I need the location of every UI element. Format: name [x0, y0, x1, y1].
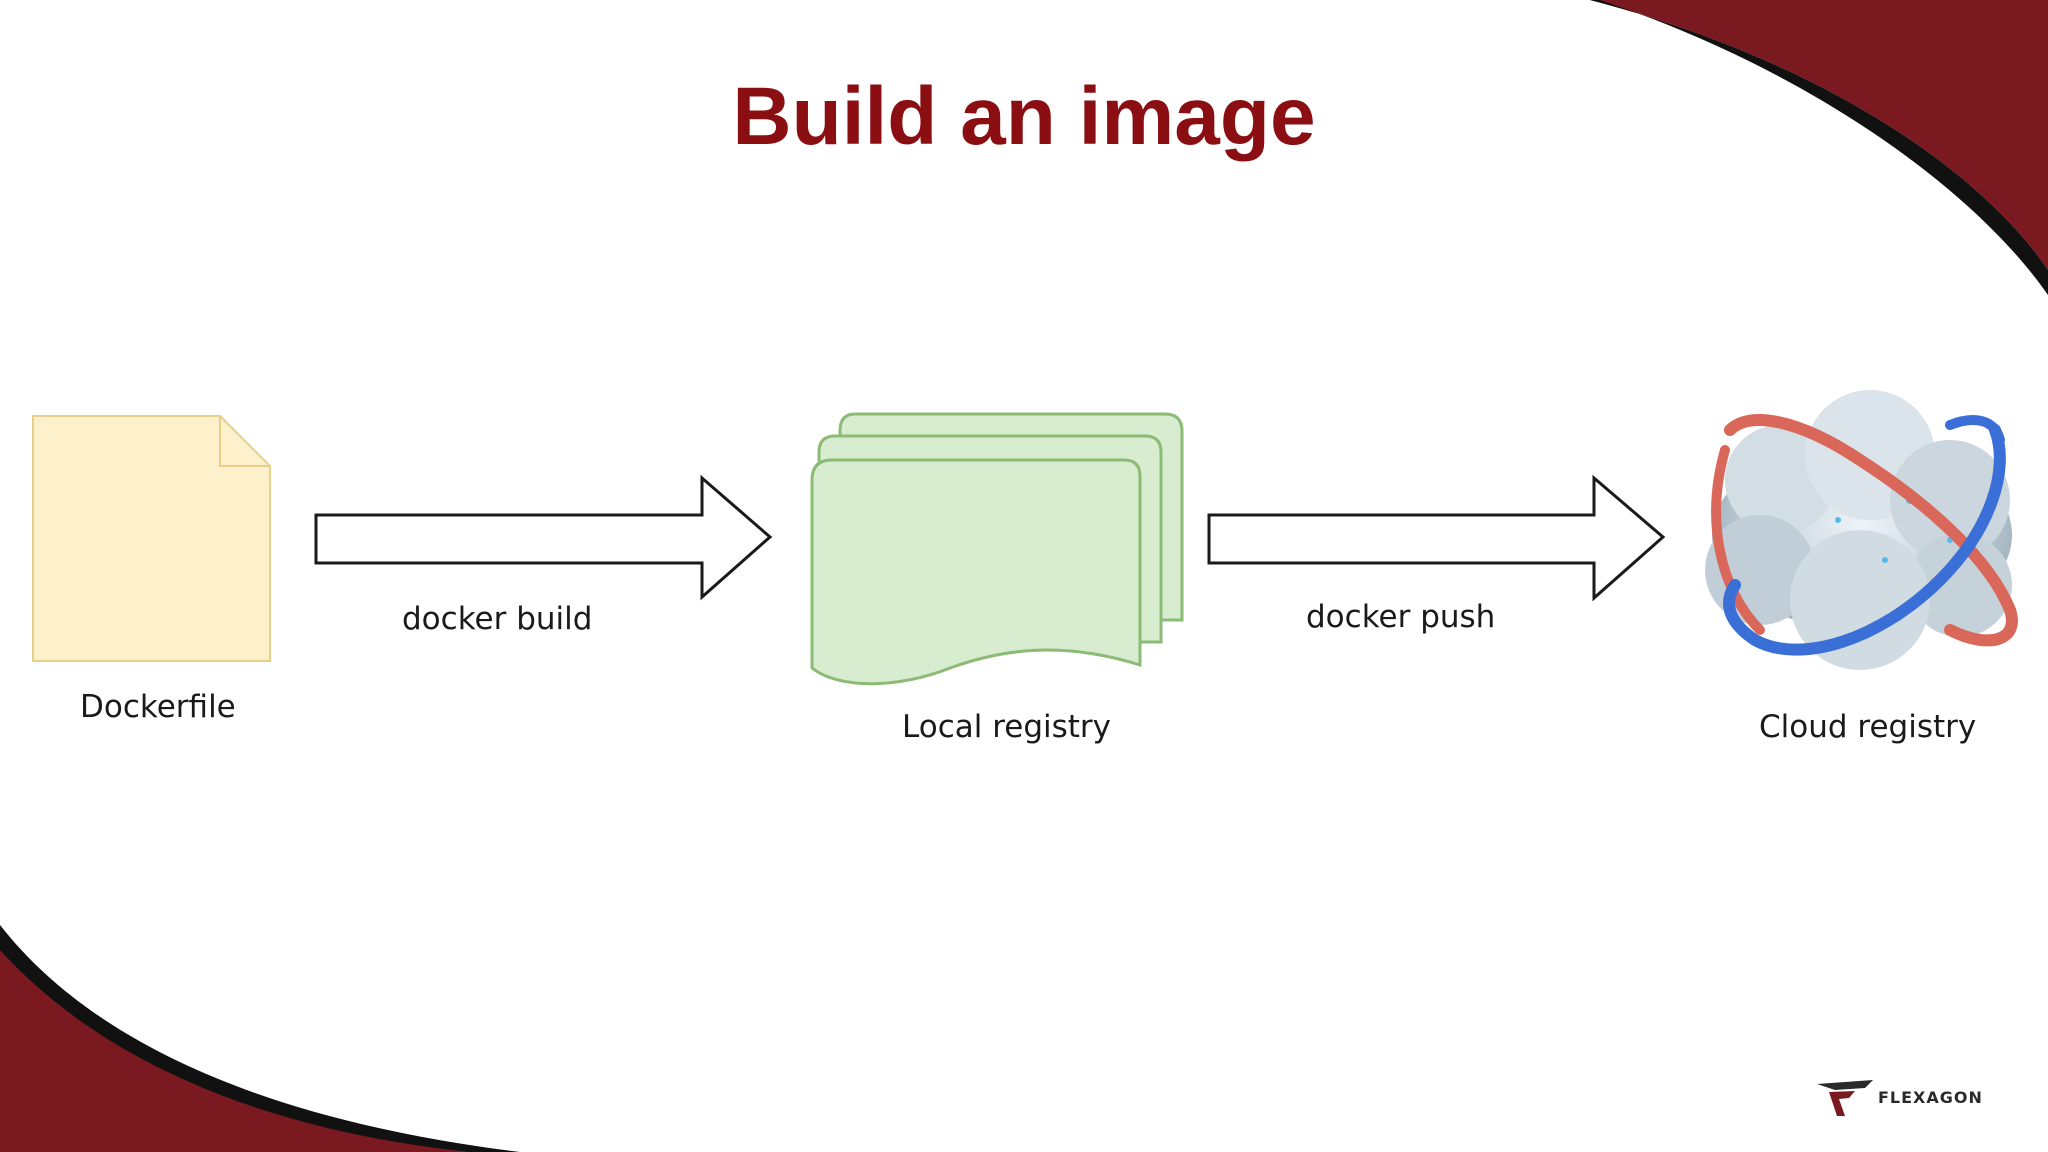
- cloud-registry-label: Cloud registry: [1759, 709, 1977, 745]
- slide-title: Build an image: [732, 71, 1316, 162]
- docker-push-arrow: [1207, 474, 1666, 602]
- stacked-documents-icon: [810, 412, 1184, 686]
- docker-build-arrow: [314, 474, 773, 601]
- brand-logo-text: FLEXAGON: [1878, 1088, 1983, 1107]
- document-icon: [32, 415, 271, 662]
- docker-build-label: docker build: [402, 601, 593, 637]
- docker-push-label: docker push: [1306, 599, 1496, 635]
- local-registry-label: Local registry: [902, 709, 1112, 745]
- flexagon-logo-icon: [1817, 1080, 1873, 1116]
- cloud-orbit-icon: [1705, 390, 2018, 670]
- dockerfile-label: Dockerfile: [80, 689, 236, 725]
